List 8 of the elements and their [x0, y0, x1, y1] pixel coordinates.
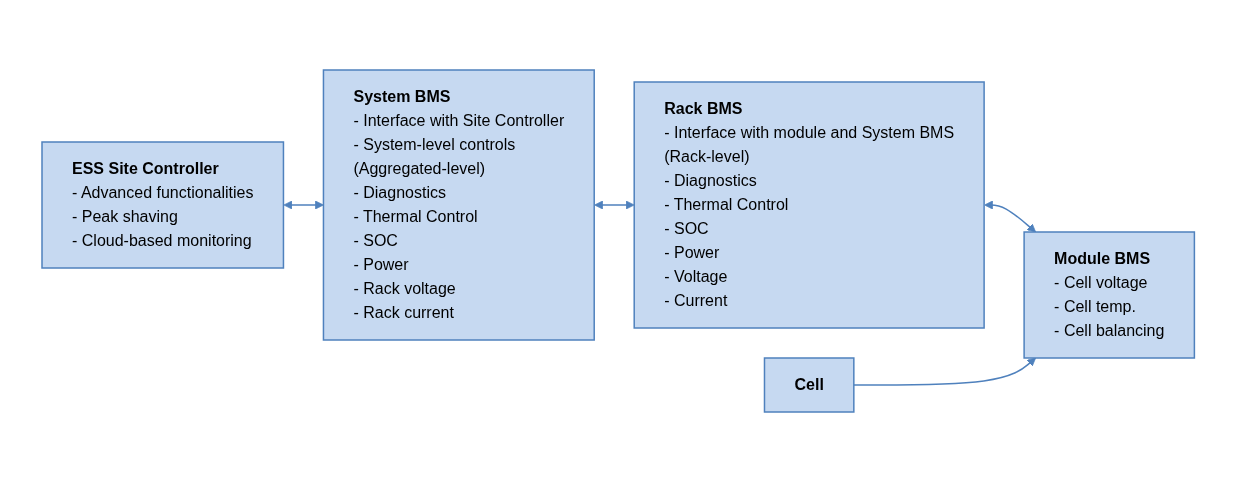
node-box: Rack BMS - Interface with module and System BMS (Rack-level) - Diagnostics - Thermal Control - SOC - Power - Voltage - Current: [633, 80, 985, 329]
node-box: System BMS - Interface with Site Controller - System-level controls (Aggregated-level) - Diagnostics - Thermal Control - SOC - Power - Rack voltage - Rack current: [322, 68, 595, 341]
node-box: ESS Site Controller - Advanced functionalities - Peak shaving - Cloud-based monitoring: [41, 140, 284, 269]
node-box: Module BMS - Cell voltage - Cell temp. - Cell balancing: [1023, 230, 1195, 359]
arrow: [283, 200, 324, 209]
node-box: Cell: [763, 356, 855, 413]
arrow: [594, 200, 635, 209]
arrow: [983, 200, 1036, 232]
